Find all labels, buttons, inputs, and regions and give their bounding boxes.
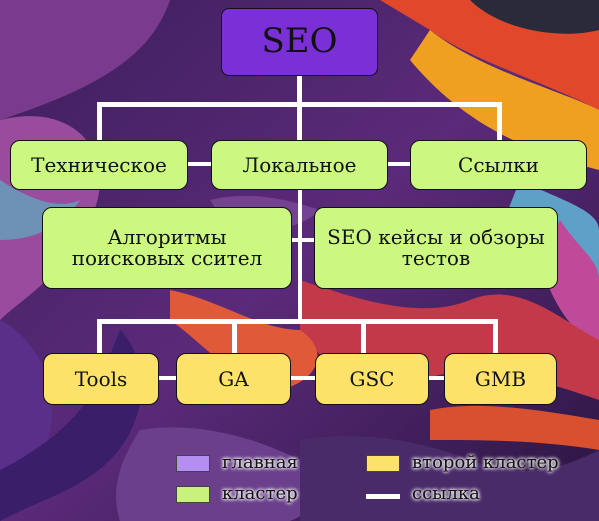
legend-swatch-cluster [176, 486, 210, 503]
node-ga: GA [176, 353, 291, 405]
node-gmb: GMB [444, 353, 557, 405]
link-line [292, 238, 316, 242]
link-line [298, 190, 302, 322]
link-line [297, 74, 302, 104]
node-algorithms: Алгоритмы поисковых ссител [42, 207, 292, 289]
link-line [97, 319, 498, 324]
node-links: Ссылки [410, 140, 587, 190]
node-cases-line1: SEO кейсы и обзоры [327, 225, 545, 249]
node-algorithms-line2: поисковых ссител [71, 246, 263, 270]
link-line [427, 376, 445, 380]
link-line [297, 102, 302, 142]
node-links-label: Ссылки [458, 152, 539, 177]
link-line [97, 102, 102, 142]
link-line [361, 319, 366, 355]
node-gsc-label: GSC [349, 366, 395, 391]
legend-swatch-main [176, 455, 210, 472]
link-line [157, 376, 177, 380]
node-local: Локальное [211, 140, 388, 190]
node-cases-line2: тестов [401, 246, 471, 270]
node-gsc: GSC [315, 353, 429, 405]
legend-label-second-cluster: второй кластер [412, 452, 559, 473]
node-cases: SEO кейсы и обзоры тестов [314, 207, 558, 289]
node-technical-label: Техническое [31, 152, 167, 177]
node-seo: SEO [221, 8, 378, 76]
link-line [187, 162, 213, 166]
legend-swatch-link [366, 494, 400, 499]
legend-label-link: ссылка [412, 483, 480, 504]
link-line [497, 102, 502, 142]
link-line [289, 376, 317, 380]
link-line [232, 319, 237, 355]
node-gmb-label: GMB [474, 366, 527, 391]
link-line [97, 319, 102, 355]
legend-label-main: главная [222, 452, 298, 473]
node-technical: Техническое [10, 140, 188, 190]
node-local-label: Локальное [242, 152, 357, 177]
legend-swatch-second-cluster [366, 455, 400, 472]
node-ga-label: GA [218, 366, 249, 391]
link-line [493, 319, 498, 355]
node-tools: Tools [43, 353, 159, 405]
link-line [387, 162, 411, 166]
legend-label-cluster: кластер [222, 483, 298, 504]
node-tools-label: Tools [74, 366, 128, 391]
node-algorithms-line1: Алгоритмы [107, 225, 227, 249]
node-seo-label: SEO [261, 21, 338, 62]
